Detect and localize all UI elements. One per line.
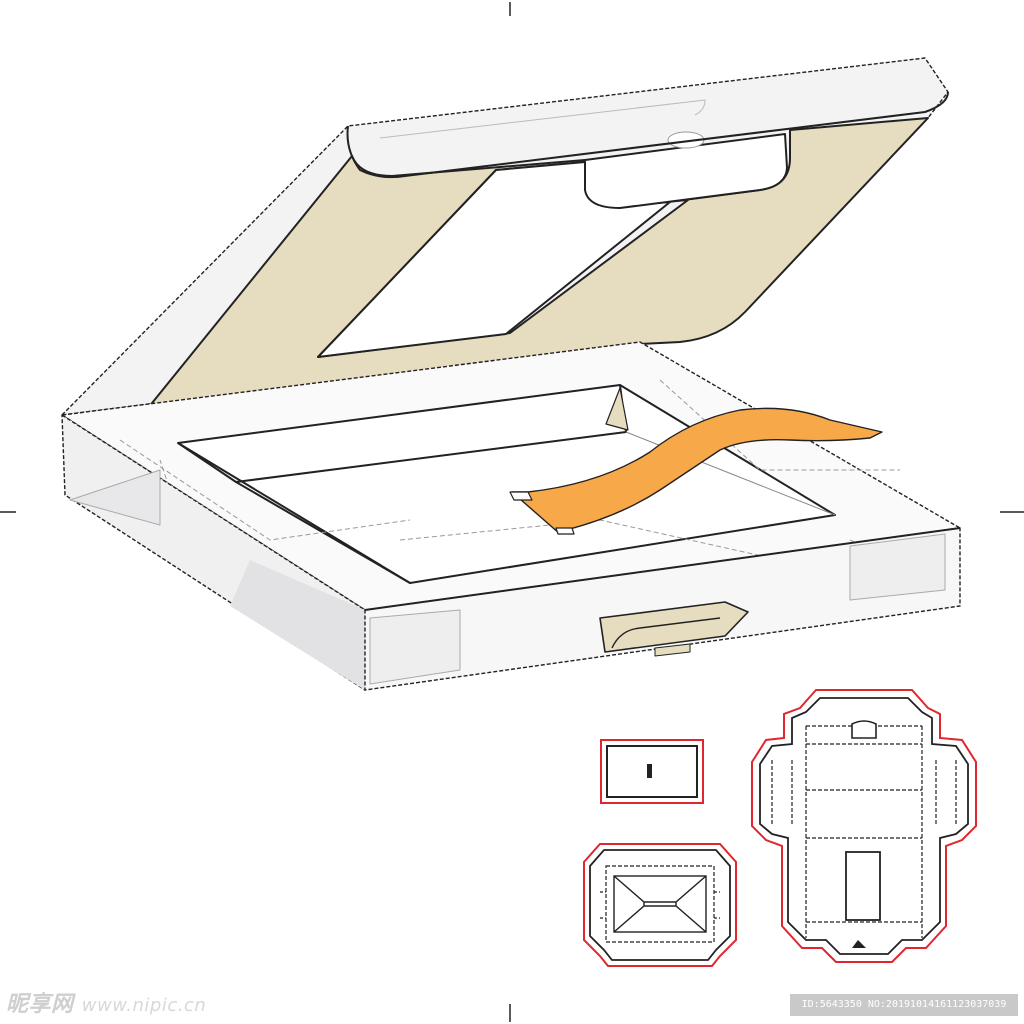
ribbon-strap (511, 407, 883, 535)
lid-handle-slot (584, 133, 788, 209)
tray-tab (605, 387, 629, 431)
lid-lip (346, 91, 949, 179)
dieline-tray-net (583, 843, 737, 967)
watermark-left: 昵享网 www.nipic.cn (6, 986, 206, 1018)
watermark-id: ID:5643350 NO:20191014161123037039 (790, 994, 1018, 1016)
watermark-logo: 昵享网 (6, 992, 74, 1017)
watermark-site: www.nipic.cn (81, 995, 207, 1016)
box-front-wall (364, 527, 961, 691)
open-box-illustration (61, 57, 961, 691)
front-latch (599, 601, 749, 653)
dieline-box-net (751, 689, 977, 963)
dieline-insert-card (600, 739, 704, 804)
